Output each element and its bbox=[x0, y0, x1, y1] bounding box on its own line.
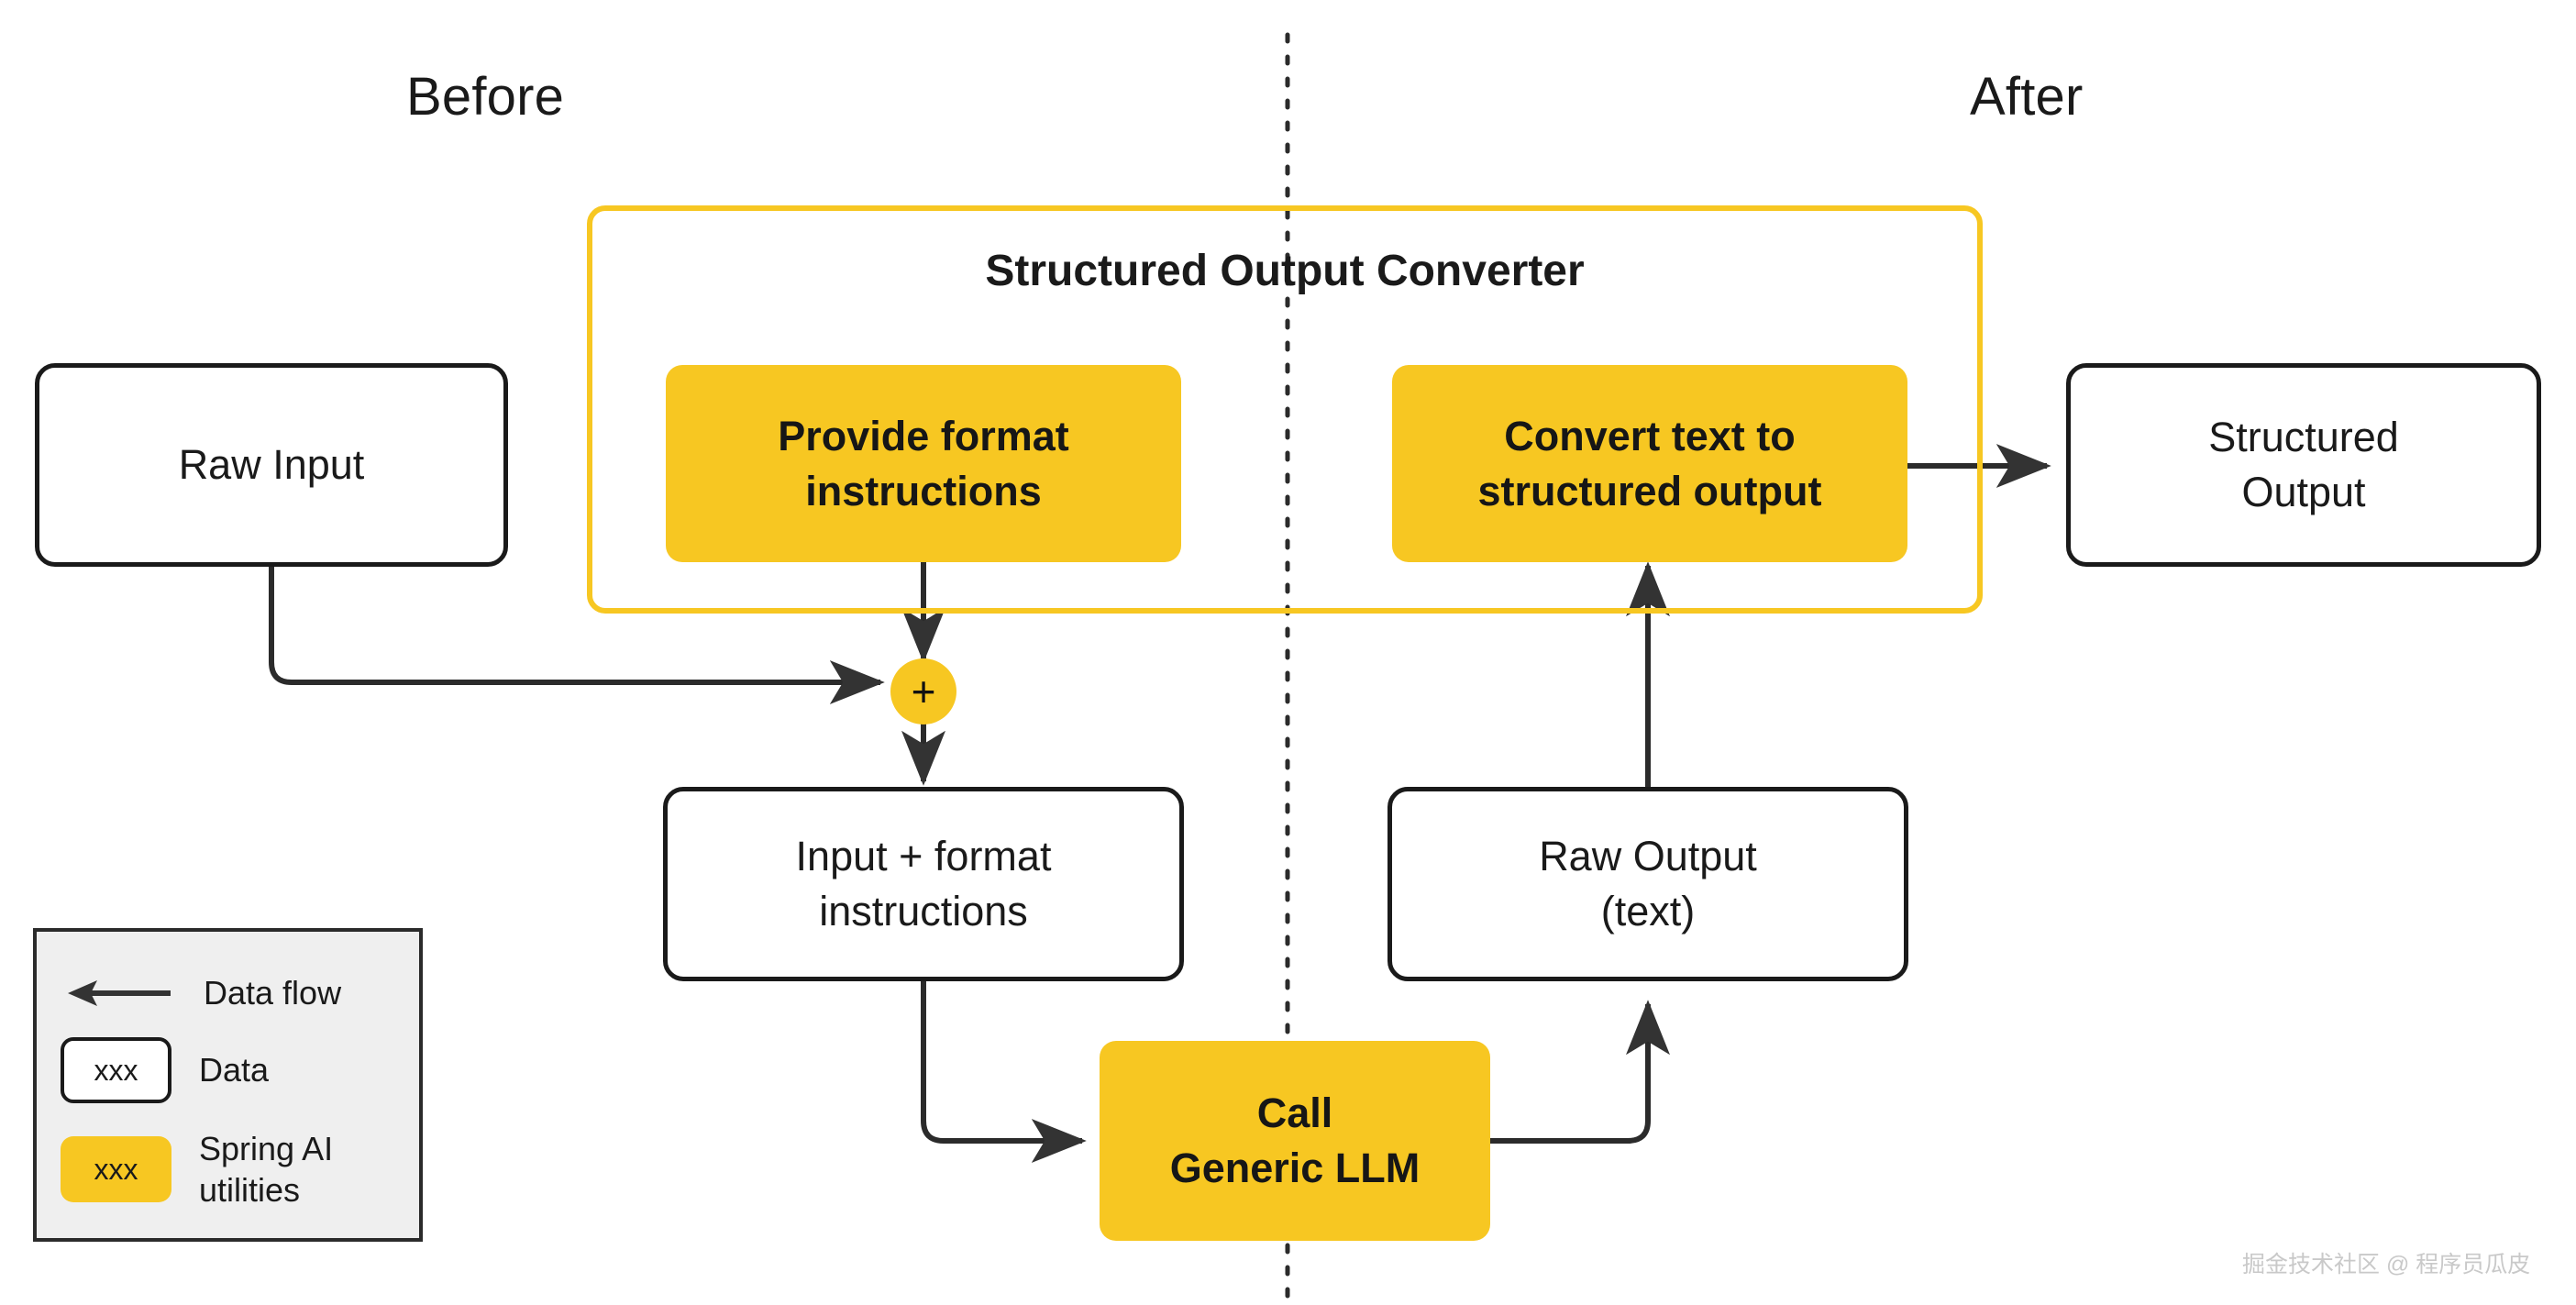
phase-label-before: Before bbox=[406, 67, 565, 127]
yellow-box-swatch-text: xxx bbox=[94, 1152, 138, 1186]
merge-plus-label: + bbox=[911, 668, 936, 715]
node-convert-text-to-structured-output-label: Convert text to structured output bbox=[1477, 412, 1822, 514]
legend-panel: Data flow xxx Data xxx Spring AI utiliti… bbox=[33, 928, 423, 1242]
legend-row-spring-ai-utilities: xxx Spring AI utilities bbox=[61, 1130, 409, 1209]
node-provide-format-instructions-label: Provide format instructions bbox=[778, 412, 1069, 514]
node-merge-plus[interactable]: + bbox=[890, 658, 956, 724]
node-provide-format-instructions[interactable]: Provide format instructions bbox=[666, 365, 1181, 562]
yellow-box-swatch: xxx bbox=[61, 1136, 171, 1202]
node-raw-output-label: Raw Output (text) bbox=[1539, 833, 1757, 935]
node-call-generic-llm-label: Call Generic LLM bbox=[1169, 1089, 1421, 1191]
node-raw-output[interactable]: Raw Output (text) bbox=[1388, 787, 1908, 981]
node-convert-text-to-structured-output[interactable]: Convert text to structured output bbox=[1392, 365, 1907, 562]
phase-label-after: After bbox=[1970, 67, 2084, 127]
node-raw-input[interactable]: Raw Input bbox=[35, 363, 508, 567]
node-structured-output[interactable]: Structured Output bbox=[2066, 363, 2541, 567]
legend-label-spring-ai-utilities: Spring AI utilities bbox=[199, 1129, 334, 1209]
structured-output-converter-container bbox=[587, 205, 1983, 614]
legend-row-data-flow: Data flow bbox=[61, 965, 409, 1022]
node-structured-output-label: Structured Output bbox=[2208, 414, 2399, 515]
node-call-generic-llm[interactable]: Call Generic LLM bbox=[1100, 1041, 1490, 1241]
legend-label-data: Data bbox=[199, 1051, 270, 1089]
edge-call-llm-to-raw-output bbox=[1490, 1000, 1670, 1144]
edge-input-format-to-call-llm bbox=[921, 981, 1087, 1163]
node-input-plus-format-instructions[interactable]: Input + format instructions bbox=[663, 787, 1184, 981]
white-box-swatch: xxx bbox=[61, 1037, 171, 1103]
arrow-left-icon bbox=[68, 980, 171, 1006]
node-input-plus-format-instructions-label: Input + format instructions bbox=[795, 833, 1052, 935]
white-box-swatch-text: xxx bbox=[94, 1053, 138, 1087]
legend-row-data: xxx Data bbox=[61, 1034, 409, 1106]
edge-raw-input-to-merge bbox=[269, 567, 885, 704]
structured-output-converter-title: Structured Output Converter bbox=[985, 247, 1585, 295]
watermark: 掘金技术社区 @ 程序员瓜皮 bbox=[2242, 1252, 2531, 1277]
legend-label-data-flow: Data flow bbox=[204, 974, 342, 1012]
node-raw-input-label: Raw Input bbox=[178, 441, 365, 489]
